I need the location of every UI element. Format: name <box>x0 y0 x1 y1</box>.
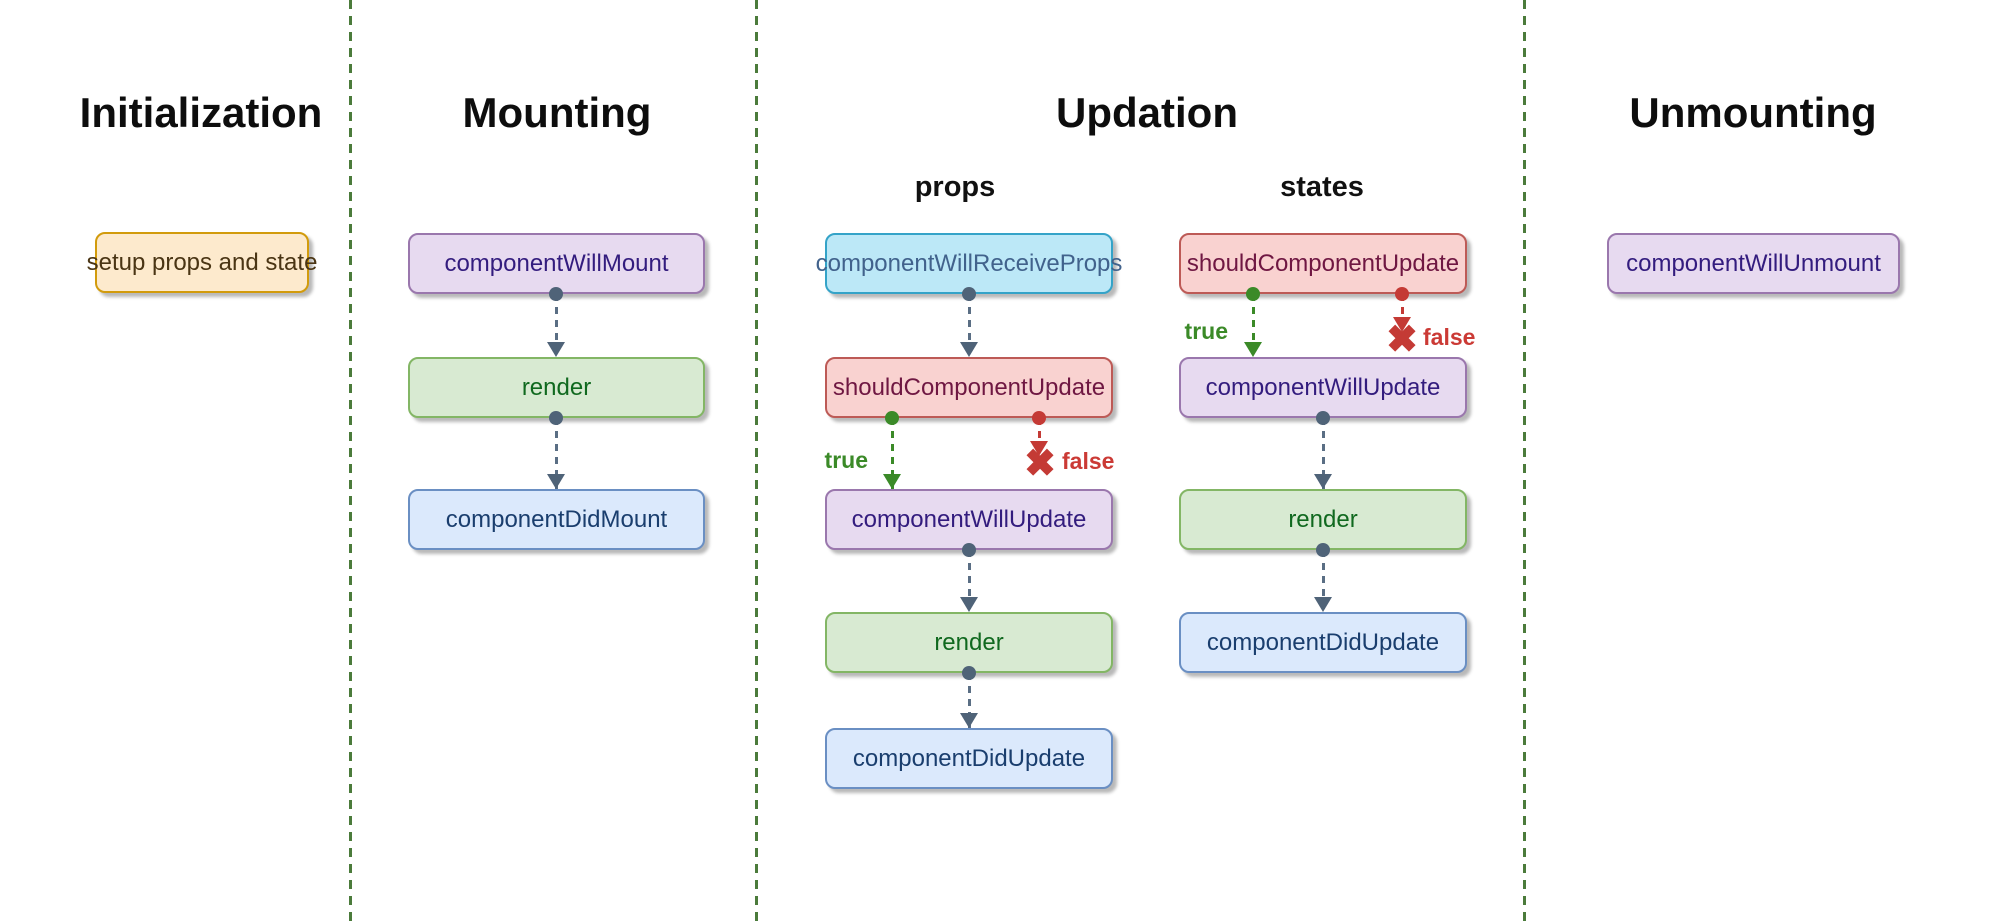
flow-arrow <box>547 287 565 357</box>
reject-x-icon: ✖ <box>1024 443 1056 485</box>
node-render: render <box>825 612 1113 673</box>
subflow-label-states: states <box>1280 171 1364 203</box>
separator-line <box>755 0 758 924</box>
false-branch-arrow <box>1030 411 1048 456</box>
flow-arrow <box>547 411 565 489</box>
false-label: false <box>1423 324 1476 350</box>
true-label: true <box>824 447 868 473</box>
separator-line <box>349 0 352 924</box>
flow-arrow <box>1314 543 1332 612</box>
node-componentDidMount: componentDidMount <box>408 489 705 550</box>
node-setup-props-and-state: setup props and state <box>87 232 317 293</box>
node-shouldComponentUpdate: shouldComponentUpdate <box>825 357 1113 418</box>
node-render: render <box>408 357 705 418</box>
separator-line <box>1523 0 1526 924</box>
false-branch-arrow <box>1393 287 1411 332</box>
node-componentWillUpdate: componentWillUpdate <box>1179 357 1467 418</box>
true-branch-arrow <box>883 411 901 489</box>
true-label: true <box>1184 318 1228 344</box>
node-render: render <box>1179 489 1467 550</box>
phase-title-mounting: Mounting <box>462 89 652 136</box>
node-componentWillReceiveProps: componentWillReceiveProps <box>816 233 1122 294</box>
flow-arrow <box>960 666 978 728</box>
false-label: false <box>1062 448 1115 474</box>
node-componentWillMount: componentWillMount <box>408 233 705 294</box>
flow-arrow <box>1314 411 1332 489</box>
reject-x-icon: ✖ <box>1386 319 1418 361</box>
phase-title-updation: Updation <box>1056 89 1238 136</box>
phase-title-unmounting: Unmounting <box>1629 89 1877 136</box>
node-componentDidUpdate: componentDidUpdate <box>1179 612 1467 673</box>
true-branch-arrow <box>1244 287 1262 357</box>
phase-title-initialization: Initialization <box>79 89 323 136</box>
subflow-label-props: props <box>914 171 996 203</box>
flow-arrow <box>960 287 978 357</box>
node-componentWillUpdate: componentWillUpdate <box>825 489 1113 550</box>
flow-arrow <box>960 543 978 612</box>
node-componentDidUpdate: componentDidUpdate <box>825 728 1113 789</box>
node-shouldComponentUpdate: shouldComponentUpdate <box>1179 233 1467 294</box>
node-componentWillUnmount: componentWillUnmount <box>1607 233 1900 294</box>
